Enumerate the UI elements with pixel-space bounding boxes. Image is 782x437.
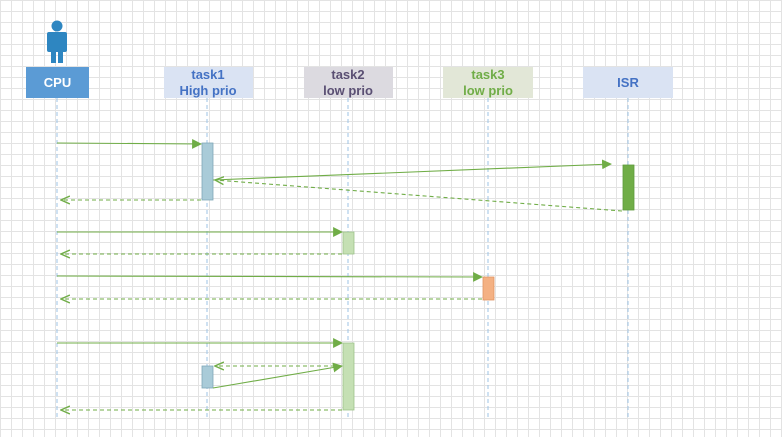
activation-isr: [622, 164, 635, 211]
participant-cpu-label: CPU: [44, 75, 71, 90]
participant-task3: task3 low prio: [443, 67, 533, 98]
participant-task2-priority: low prio: [323, 83, 373, 98]
message-cpu-to-task3: [56, 272, 483, 282]
participant-task1: task1 High prio: [164, 67, 253, 98]
message-cpu-to-task1: [56, 138, 202, 149]
participant-isr-label: ISR: [617, 75, 639, 90]
activation-task3: [482, 276, 495, 301]
participant-task1-priority: High prio: [179, 83, 236, 98]
activation-task1-1: [201, 142, 214, 201]
lifelines: [56, 98, 629, 420]
message-isr-return-to-task1: [215, 180, 623, 212]
messages: [56, 138, 623, 410]
person-icon: [47, 20, 67, 63]
message-task1-to-isr: [212, 159, 612, 181]
participant-isr: ISR: [583, 67, 673, 98]
activation-task2-2: [342, 342, 355, 411]
activation-task1-2: [201, 365, 214, 389]
activation-task2-1: [342, 231, 355, 255]
participant-task1-name: task1: [191, 67, 224, 82]
message-task1-to-task2: [212, 362, 343, 389]
participant-cpu: CPU: [26, 67, 89, 98]
participant-task3-name: task3: [471, 67, 504, 82]
participant-task2: task2 low prio: [304, 67, 393, 98]
participant-task2-name: task2: [331, 67, 364, 82]
participant-task3-priority: low prio: [463, 83, 513, 98]
